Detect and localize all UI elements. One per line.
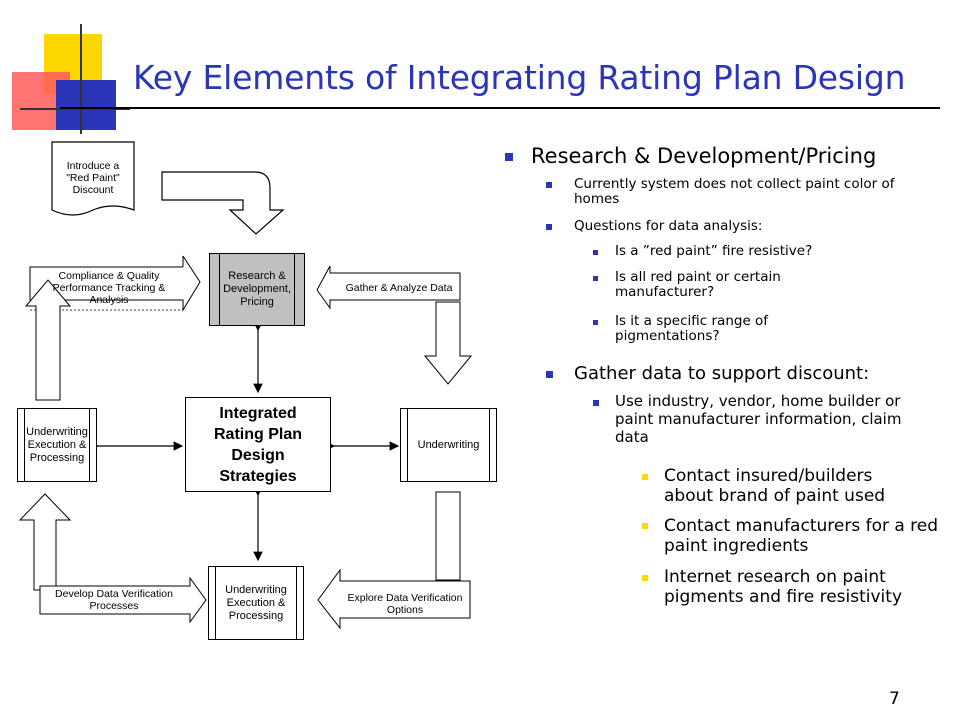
bullet-l3b-icon: [593, 276, 598, 281]
bullet-l3a-icon: [593, 250, 598, 255]
explore-label: Explore Data Verification Options: [347, 592, 463, 616]
bullet-l2b: Questions for data analysis:: [574, 218, 763, 234]
bullet-l4a-icon: [642, 474, 648, 480]
bullet-l1-icon: [505, 153, 513, 161]
diagram-connectors: [18, 141, 473, 630]
slide-title: Key Elements of Integrating Rating Plan …: [133, 58, 906, 97]
bullet-l2b-icon: [546, 224, 552, 230]
left-up-arrow: [24, 279, 72, 401]
bent-arrow: [161, 171, 285, 235]
uw-exec-bottom-box: Underwriting Execution & Processing: [208, 566, 304, 640]
bullet-l3d: Use industry, vendor, home builder or pa…: [615, 392, 902, 446]
left-lower-up-arrow: [18, 493, 72, 591]
bullet-l2a-icon: [546, 182, 552, 188]
bullet-l4a: Contact insured/builders about brand of …: [664, 466, 886, 506]
bullet-l2c-icon: [546, 371, 553, 378]
research-box: Research & Development, Pricing: [209, 253, 305, 326]
bullet-l3d-icon: [593, 400, 599, 406]
gather-label: Gather & Analyze Data: [345, 282, 453, 294]
compliance-label: Compliance & Quality Performance Trackin…: [52, 270, 166, 306]
uw-exec-left-box: Underwriting Execution & Processing: [17, 408, 97, 482]
center-strategy-box: Integrated Rating Plan Design Strategies: [185, 397, 331, 492]
title-divider: [60, 107, 940, 109]
bullet-l1: Research & Development/Pricing: [531, 144, 877, 168]
right-lower-strip: [435, 491, 461, 581]
bullet-l4b: Contact manufacturers for a red paint in…: [664, 516, 939, 556]
bullet-l3c: Is it a specific range of pigmentations?: [615, 313, 769, 344]
research-box-label: Research & Development, Pricing: [223, 270, 291, 308]
bullet-l2c: Gather data to support discount:: [574, 363, 870, 384]
center-box-label: Integrated Rating Plan Design Strategies: [213, 404, 302, 485]
develop-label: Develop Data Verification Processes: [55, 588, 173, 612]
bullet-l4c: Internet research on paint pigments and …: [664, 567, 903, 607]
bullet-l3a: Is a ”red paint” fire resistive?: [615, 243, 813, 259]
document-shape: [51, 141, 135, 216]
uw-exec-left-label: Underwriting Execution & Processing: [26, 425, 88, 464]
underwriting-right-label: Underwriting: [417, 438, 480, 451]
uw-exec-bottom-label: Underwriting Execution & Processing: [225, 583, 287, 622]
bullet-l4b-icon: [642, 523, 648, 529]
bullet-l3c-icon: [593, 320, 598, 325]
bullet-l2a: Currently system does not collect paint …: [574, 176, 895, 207]
bullet-l4c-icon: [642, 575, 648, 581]
process-diagram: Introduce a "Red Paint" Discount Complia…: [0, 130, 497, 650]
bullet-l3b: Is all red paint or certain manufacturer…: [615, 269, 781, 300]
corner-decoration: [0, 0, 140, 140]
underwriting-right-box: Underwriting: [400, 408, 497, 482]
page-number: 7: [889, 689, 900, 709]
explore-arrow: [317, 568, 471, 630]
right-down-arrow: [423, 301, 473, 385]
doc-label: Introduce a "Red Paint" Discount: [66, 160, 120, 196]
